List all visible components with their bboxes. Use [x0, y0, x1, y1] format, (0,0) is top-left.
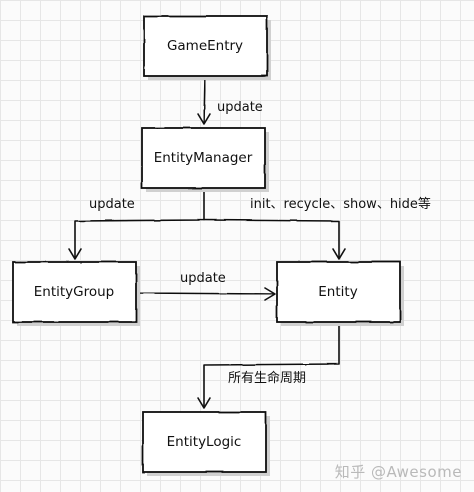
- node-label-entity-group: EntityGroup: [34, 284, 115, 300]
- node-entity-manager: EntityManager: [141, 127, 269, 192]
- edge-group-to-entity: update: [135, 271, 276, 301]
- node-label-entity: Entity: [318, 284, 357, 300]
- edge-label-group-to-entity: update: [180, 271, 226, 286]
- edge-label-entity-to-logic: 所有生命周期: [228, 370, 306, 386]
- edge-label-gameentry-to-manager: update: [217, 100, 263, 115]
- edge-entity-to-logic: 所有生命周期: [197, 321, 340, 409]
- edge-manager-to-group: update: [68, 187, 205, 260]
- node-game-entry: GameEntry: [143, 15, 271, 80]
- node-entity-logic: EntityLogic: [142, 411, 270, 476]
- node-label-entity-logic: EntityLogic: [167, 434, 242, 450]
- watermark-text: 知乎 @Awesome: [334, 463, 462, 481]
- edge-label-manager-to-group: update: [89, 197, 135, 212]
- node-entity-group: EntityGroup: [12, 261, 140, 326]
- node-label-entity-manager: EntityManager: [154, 150, 253, 166]
- node-entity: Entity: [276, 261, 404, 326]
- node-label-game-entry: GameEntry: [167, 38, 243, 54]
- edge-manager-to-entity: init、recycle、show、hide等: [203, 196, 431, 260]
- edge-label-manager-to-entity: init、recycle、show、hide等: [250, 196, 431, 212]
- edge-gameentry-to-manager: update: [197, 76, 263, 125]
